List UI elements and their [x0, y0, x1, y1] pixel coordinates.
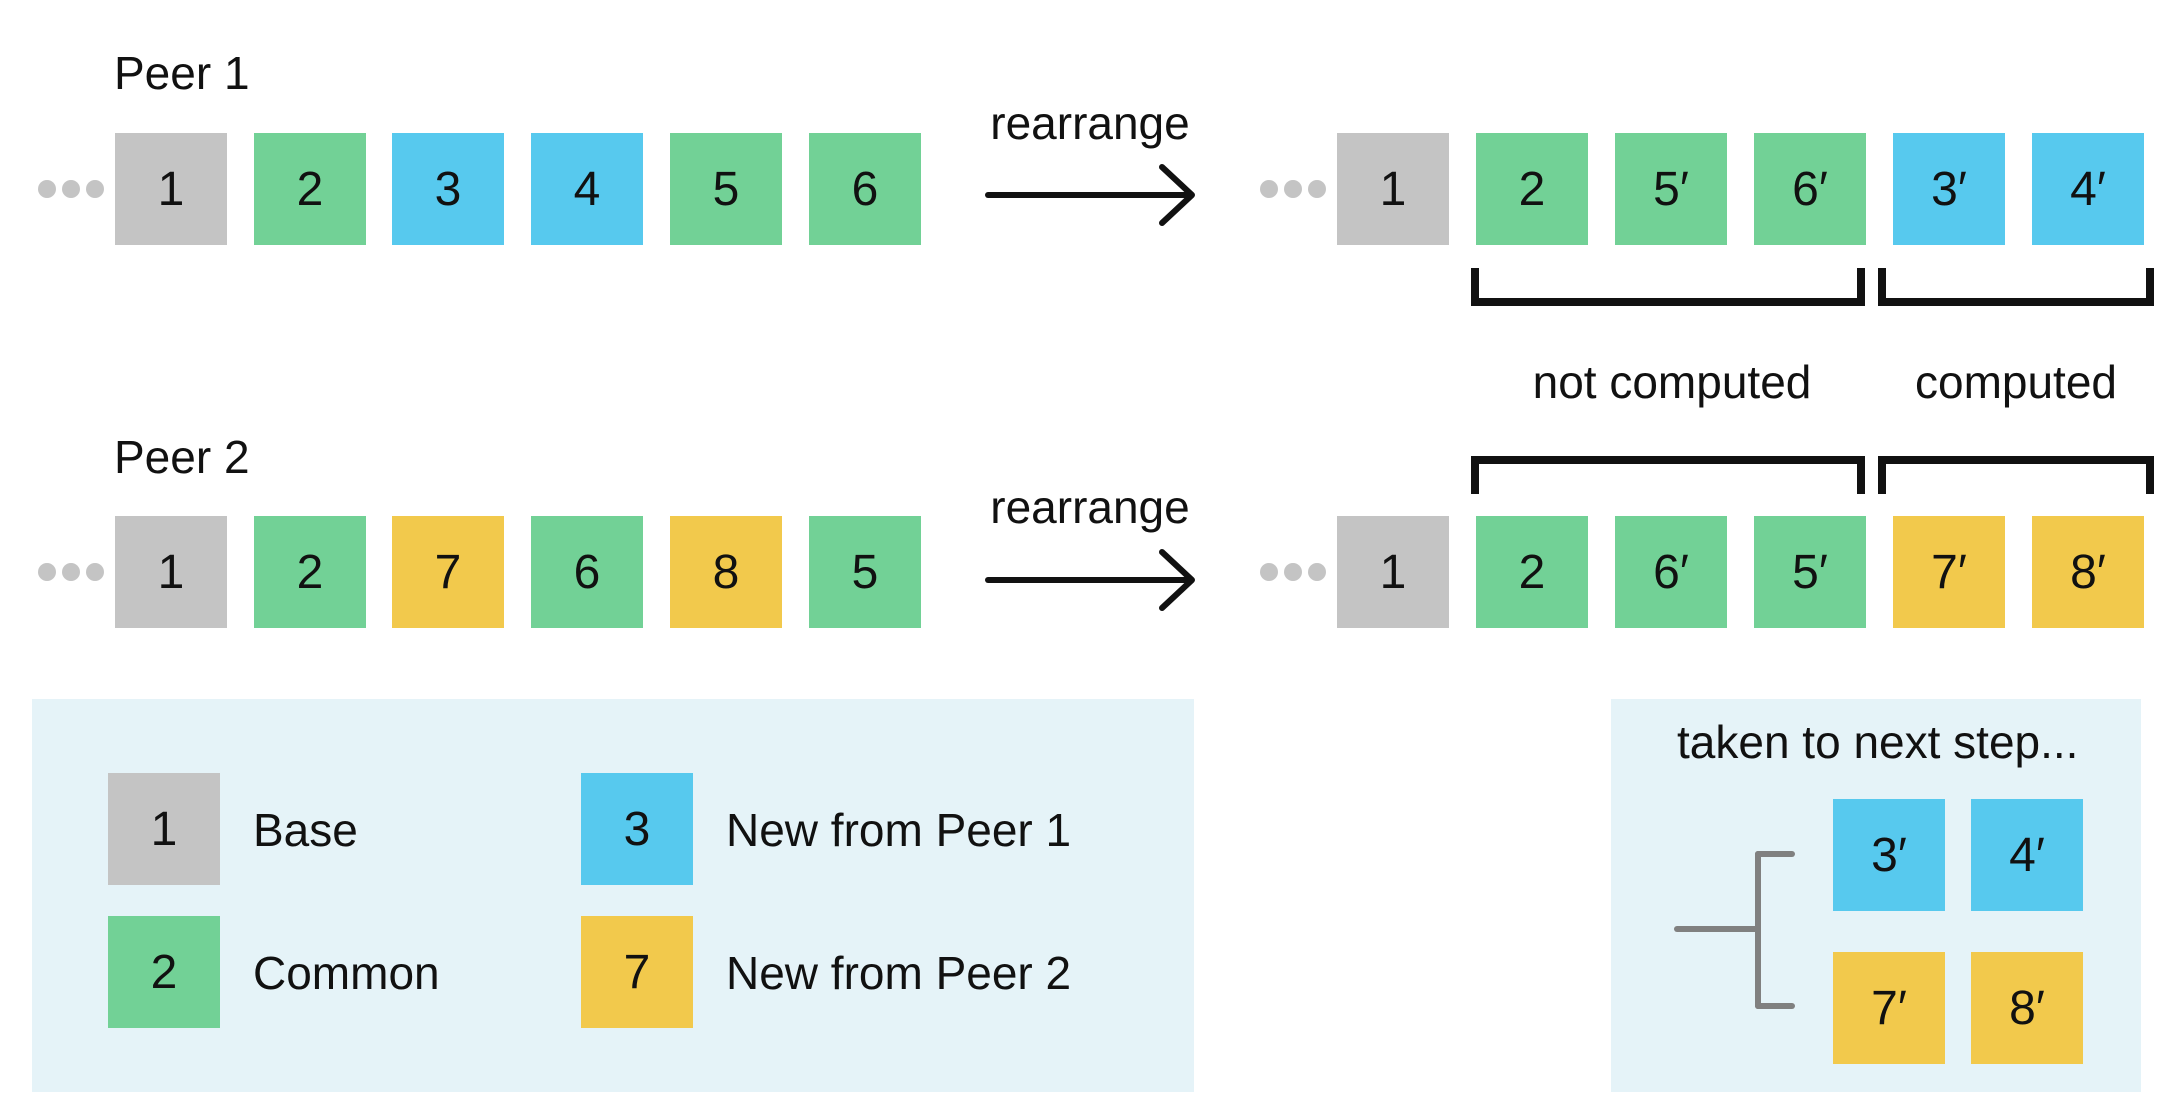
next-step-block-8: 8′ — [1971, 952, 2083, 1064]
next-step-block-3: 3′ — [1833, 799, 1945, 911]
legend-new-peer1-label: New from Peer 1 — [726, 804, 1072, 856]
peer2-before-block-6: 5 — [809, 516, 921, 628]
peer1-after-block-6: 4′ — [2032, 133, 2144, 245]
peer2-before-block-2: 2 — [254, 516, 366, 628]
peer1-before-block-3: 3 — [392, 133, 504, 245]
next-step-block-4: 4′ — [1971, 799, 2083, 911]
ellipsis-icon — [1260, 180, 1326, 198]
computed-label: computed — [1914, 356, 2117, 408]
not-computed-bracket-bottom — [1471, 456, 1865, 494]
peer2-before-block-4: 6 — [531, 516, 643, 628]
peer2-after-block-6: 8′ — [2032, 516, 2144, 628]
computed-bracket-top — [1878, 268, 2154, 306]
legend-new-peer1-swatch: 3 — [581, 773, 693, 885]
legend-base-label: Base — [253, 804, 358, 856]
peer1-after-block-3: 5′ — [1615, 133, 1727, 245]
peer2-before-block-3: 7 — [392, 516, 504, 628]
peer2-before-block-1: 1 — [115, 516, 227, 628]
peer2-after-block-1: 1 — [1337, 516, 1449, 628]
peer1-after-block-2: 2 — [1476, 133, 1588, 245]
peer2-after-block-3: 6′ — [1615, 516, 1727, 628]
not-computed-label: not computed — [1532, 356, 1812, 408]
peer1-before-block-6: 6 — [809, 133, 921, 245]
peer1-rearrange-label: rearrange — [990, 97, 1190, 149]
peer1-after-block-5: 3′ — [1893, 133, 2005, 245]
peer1-before-block-2: 2 — [254, 133, 366, 245]
peer2-after-block-4: 5′ — [1754, 516, 1866, 628]
ellipsis-icon — [38, 180, 104, 198]
peer1-after-block-4: 6′ — [1754, 133, 1866, 245]
peer1-before-block-5: 5 — [670, 133, 782, 245]
next-step-block-7: 7′ — [1833, 952, 1945, 1064]
next-step-title: taken to next step... — [1677, 716, 2079, 768]
peer1-before-block-1: 1 — [115, 133, 227, 245]
peer1-label: Peer 1 — [114, 47, 250, 99]
ellipsis-icon — [38, 563, 104, 581]
legend-base-swatch: 1 — [108, 773, 220, 885]
peer2-before-block-5: 8 — [670, 516, 782, 628]
legend-new-peer2-swatch: 7 — [581, 916, 693, 1028]
peer2-after-block-2: 2 — [1476, 516, 1588, 628]
next-step-tree-icon — [1674, 851, 1795, 1009]
peer1-rearrange-arrow-icon — [985, 164, 1195, 226]
peer2-label: Peer 2 — [114, 431, 250, 483]
peer2-after-block-5: 7′ — [1893, 516, 2005, 628]
not-computed-bracket-top — [1471, 268, 1865, 306]
ellipsis-icon — [1260, 563, 1326, 581]
peer1-before-block-4: 4 — [531, 133, 643, 245]
legend-common-swatch: 2 — [108, 916, 220, 1028]
computed-bracket-bottom — [1878, 456, 2154, 494]
legend-common-label: Common — [253, 947, 440, 999]
peer2-rearrange-label: rearrange — [990, 481, 1190, 533]
peer1-after-block-1: 1 — [1337, 133, 1449, 245]
peer2-rearrange-arrow-icon — [985, 549, 1195, 611]
legend-new-peer2-label: New from Peer 2 — [726, 947, 1072, 999]
